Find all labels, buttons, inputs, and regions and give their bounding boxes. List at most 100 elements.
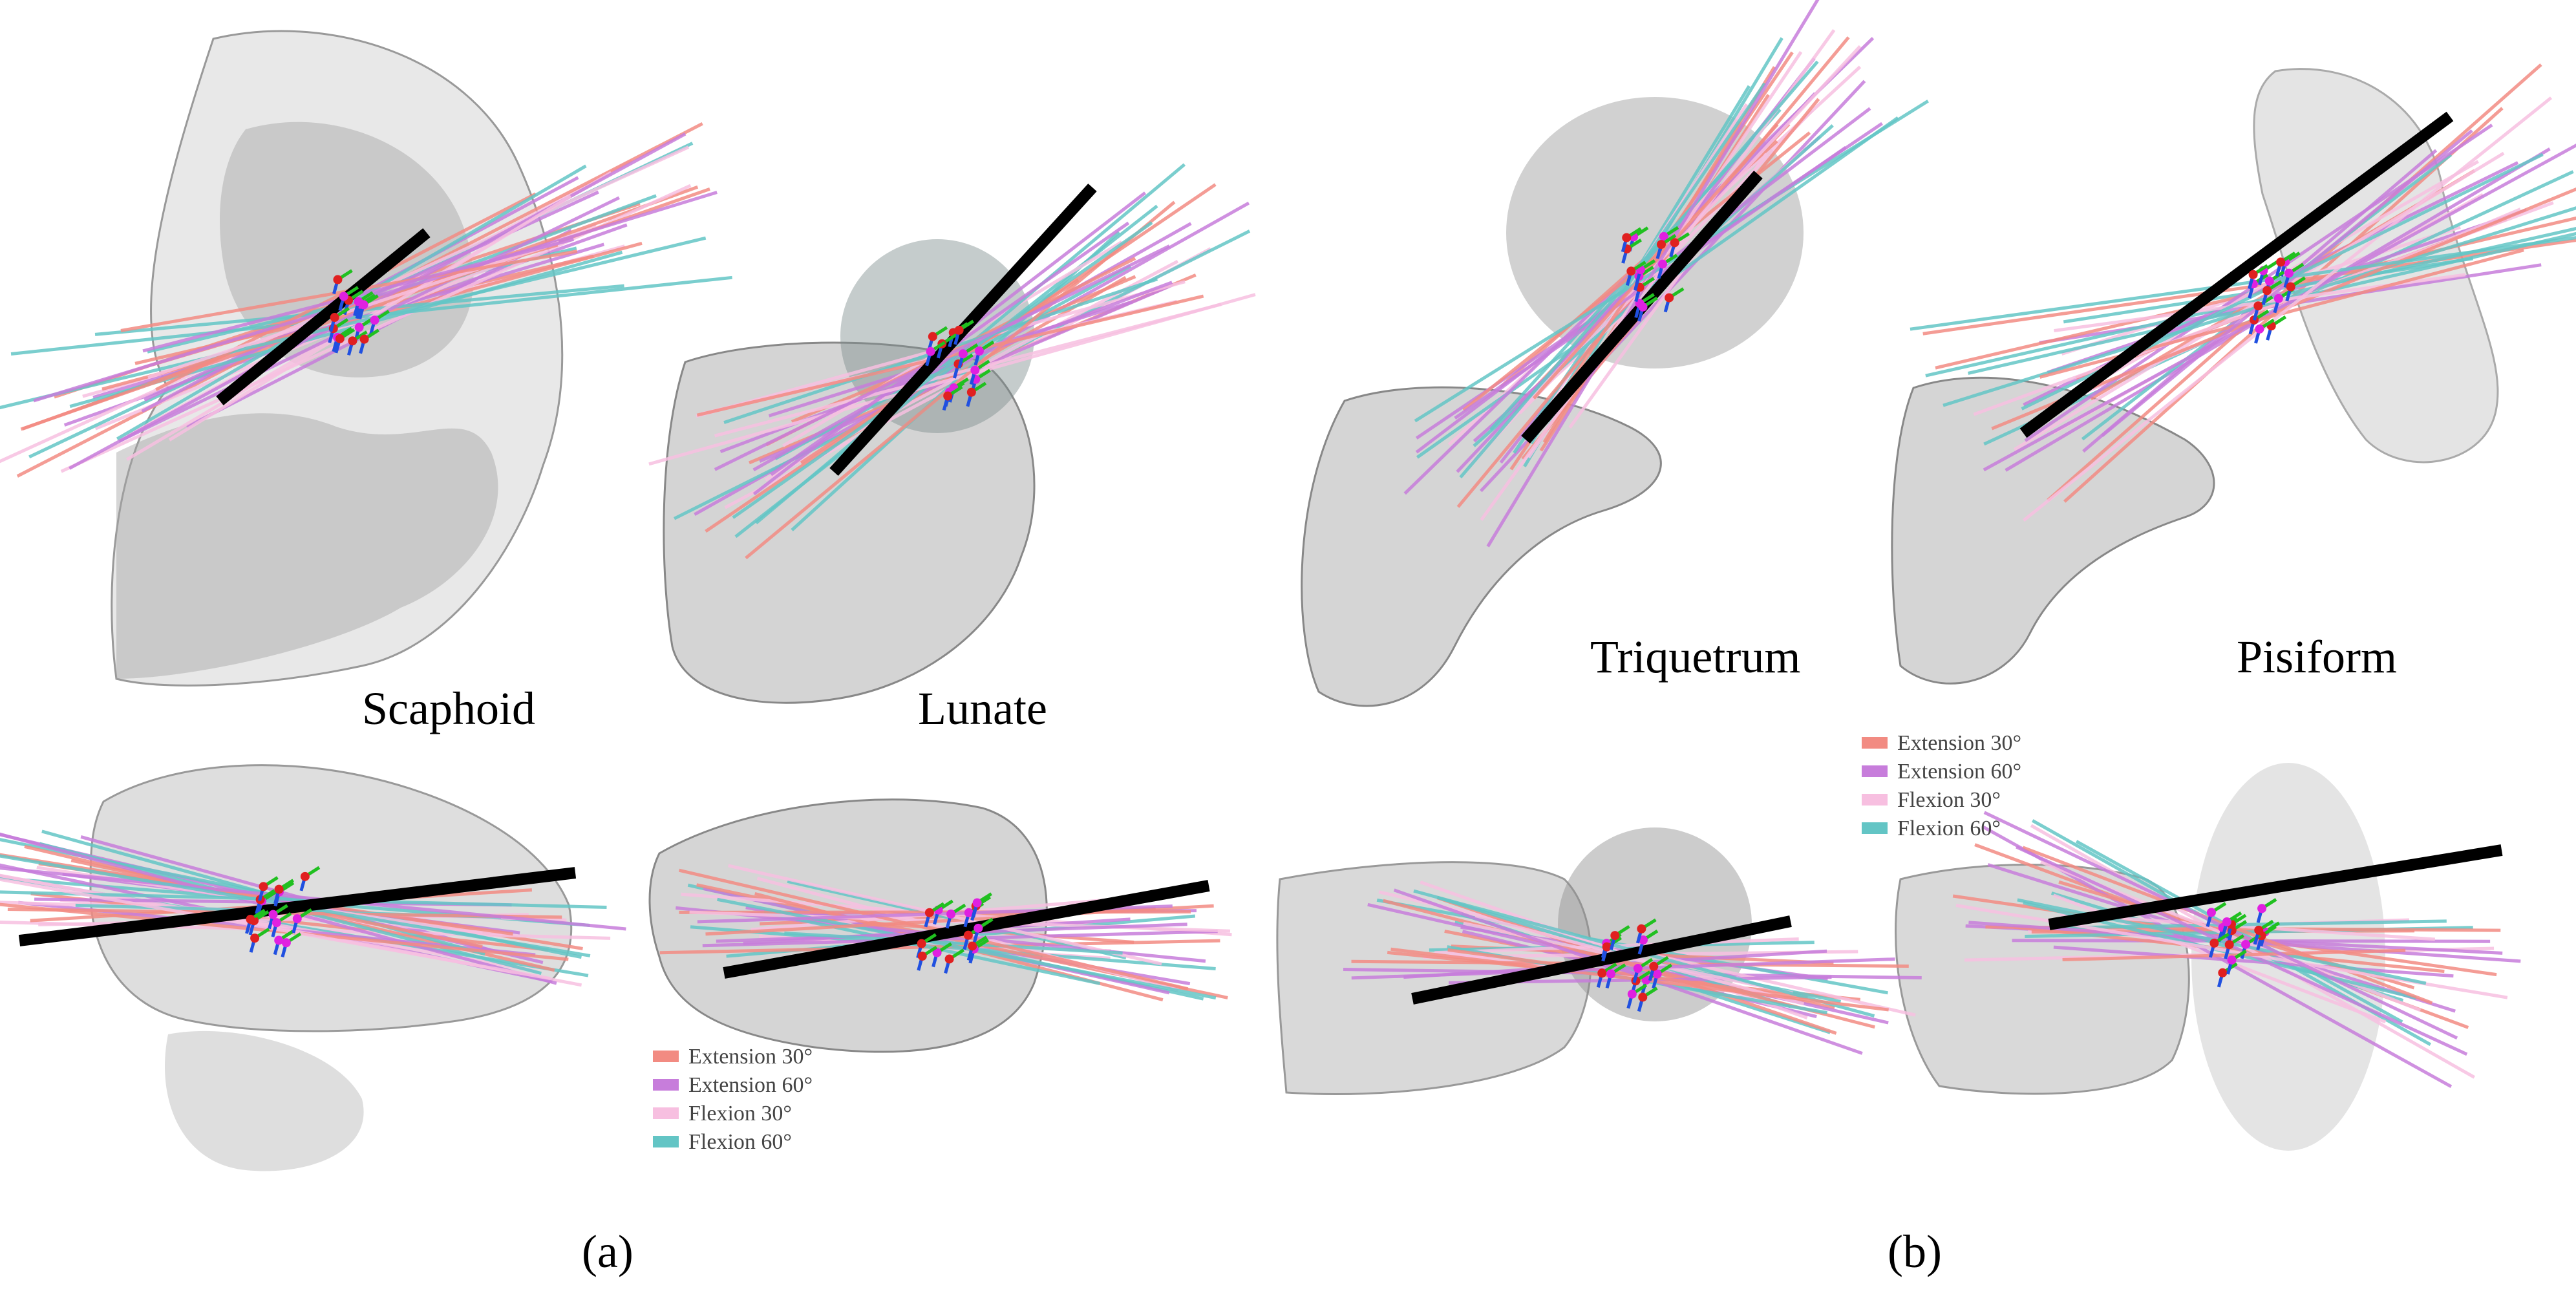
marker-dot <box>968 941 977 951</box>
legend-a-label-1: Extension 60° <box>688 1073 813 1097</box>
marker-dot <box>1656 240 1666 250</box>
axis-line-scaphoid-side <box>0 866 626 931</box>
marker-dot <box>292 914 302 924</box>
marker-dot <box>300 871 310 881</box>
marker-dot <box>974 346 984 356</box>
legend-a-label-3: Flexion 60° <box>688 1130 792 1154</box>
panel-label-a: (a) <box>582 1226 633 1277</box>
marker-dot <box>972 898 982 908</box>
axis-line-triquetrum-side <box>1393 888 1863 1055</box>
marker-dot <box>2276 257 2286 267</box>
marker-dot <box>339 292 348 301</box>
marker-dot <box>1638 935 1648 944</box>
axis-line-lunate-top <box>732 221 1153 519</box>
axis-line-scaphoid-top <box>0 236 707 410</box>
marker-dot <box>330 313 339 323</box>
pisiform-top-bone <box>1891 68 2499 685</box>
marker-dot <box>932 948 942 957</box>
legend-b-label-1: Extension 60° <box>1897 760 2021 784</box>
marker-dot <box>1626 266 1636 276</box>
axis-line-triquetrum-side <box>1420 880 1808 1019</box>
marker-dot <box>1633 963 1643 973</box>
legend-a-swatch-1 <box>653 1079 679 1091</box>
marker-dot <box>354 323 364 332</box>
legend-b-swatch-2 <box>1862 794 1888 806</box>
axis-line-triquetrum-top <box>1532 123 1779 400</box>
marker-dot <box>924 908 934 917</box>
marker-dot <box>2224 940 2234 950</box>
panel-label-b: (b) <box>1888 1226 1942 1277</box>
legend-a: Extension 30° Extension 60° Flexion 30° … <box>653 1045 813 1154</box>
axis-line-lunate-side <box>659 939 1220 955</box>
marker-dot <box>964 908 974 917</box>
marker-dot <box>268 910 278 919</box>
marker-dot <box>917 952 927 961</box>
marker-dot <box>274 884 284 894</box>
marker-dot <box>926 347 935 356</box>
axis-line-pisiform-top <box>2022 96 2553 522</box>
marker-dot <box>2284 268 2294 278</box>
marker-dot <box>281 938 291 948</box>
marker-dot <box>333 275 343 284</box>
marker-dot <box>2253 301 2263 311</box>
marker-dot <box>246 914 255 924</box>
mean-axis-lunate-side <box>723 880 1210 979</box>
legend-b-label-2: Flexion 30° <box>1897 788 2001 812</box>
axis-line-lunate-top <box>696 294 1204 417</box>
marker-dot <box>1659 231 1668 241</box>
axis-line-lunate-top <box>791 231 1120 531</box>
marker-dot <box>1670 238 1679 248</box>
marker-dot <box>954 325 964 335</box>
axis-line-lunate-side <box>784 931 1123 955</box>
marker-dot <box>2257 904 2267 913</box>
mean-axis-pisiform-top <box>2019 111 2454 438</box>
legend-a-swatch-0 <box>653 1051 679 1062</box>
marker-dot <box>2255 324 2264 334</box>
marker-dot <box>1627 989 1637 999</box>
axis-line-triquetrum-side <box>1474 913 1805 1006</box>
legend-b: Extension 30° Extension 60° Flexion 30° … <box>1862 731 2021 840</box>
axis-line-pisiform-top <box>2052 160 2479 409</box>
marker-dot <box>1610 931 1620 941</box>
axis-line-lunate-side <box>702 930 1218 948</box>
mean-axis-pisiform-side <box>2048 844 2503 930</box>
label-pisiform: Pisiform <box>2237 631 2397 683</box>
marker-dot <box>274 935 284 945</box>
marker-dot <box>1649 961 1659 971</box>
marker-dot <box>944 954 954 964</box>
marker-dot <box>250 934 260 943</box>
marker-dot <box>963 930 973 940</box>
label-scaphoid: Scaphoid <box>362 683 535 734</box>
axis-line-pisiform-top <box>2047 63 2542 502</box>
marker-dot <box>2286 282 2295 292</box>
marker-dot <box>1638 992 1648 1002</box>
marker-dot <box>370 315 379 325</box>
legend-b-swatch-0 <box>1862 737 1888 749</box>
legend-a-swatch-3 <box>653 1136 679 1147</box>
legend-a-label-2: Flexion 30° <box>688 1102 792 1126</box>
marker-dot <box>271 918 281 928</box>
marker-dot <box>1606 969 1616 979</box>
axis-line-lunate-side <box>717 897 1217 1000</box>
marker-dot <box>970 365 980 375</box>
label-triquetrum: Triquetrum <box>1590 631 1800 683</box>
marker-dot <box>1597 968 1607 978</box>
marker-dot <box>2209 938 2219 948</box>
marker-dot <box>2262 286 2272 295</box>
mean-axis-triquetrum-side <box>1411 915 1792 1005</box>
marker-dot <box>348 336 357 346</box>
marker-dot <box>2254 925 2264 935</box>
marker-dot <box>917 939 926 948</box>
marker-dot <box>943 391 953 401</box>
legend-b-label-3: Flexion 60° <box>1897 816 2001 840</box>
marker-dot <box>2227 955 2237 965</box>
axis-line-pisiform-side <box>2016 845 2468 1056</box>
marker-dot <box>1652 969 1662 979</box>
axis-line-lunate-top <box>714 303 1222 438</box>
legend-b-swatch-3 <box>1862 822 1888 834</box>
axis-line-triquetrum-top <box>1414 100 1929 423</box>
marker-dot <box>359 300 368 310</box>
marker-dot <box>1641 975 1651 985</box>
axis-line-pisiform-side <box>2053 945 2454 978</box>
